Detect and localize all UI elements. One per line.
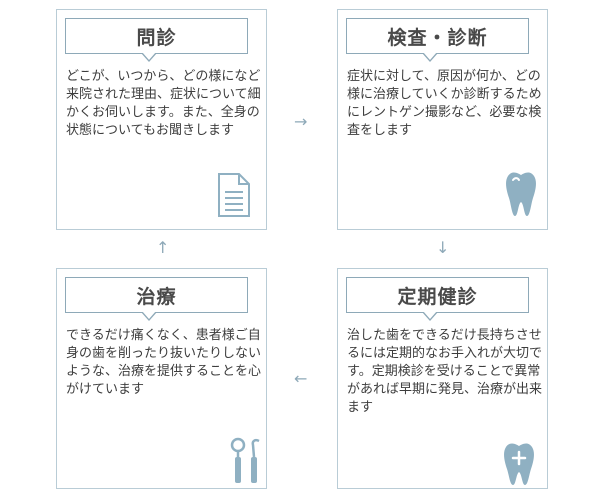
dental-tools-icon [229, 437, 263, 489]
document-icon [217, 172, 251, 222]
step-card-consultation: 問診 どこが、いつから、どの様になど来院された理由、症状について細かくお伺いしま… [56, 9, 267, 230]
speech-notch [422, 311, 438, 321]
step-title: 検査・診断 [387, 26, 488, 49]
step-title: 治療 [136, 285, 177, 308]
step-title: 問診 [136, 26, 177, 49]
arrow-down-icon: ↓ [436, 238, 450, 257]
arrow-up-icon: ↑ [156, 238, 170, 257]
speech-notch [422, 52, 438, 62]
speech-notch [141, 52, 157, 62]
step-title-box: 問診 [65, 18, 248, 54]
tooth-icon [504, 170, 538, 222]
step-card-checkup: 定期健診 治した歯をできるだけ長持ちさせるには定期的なお手入れが大切です。定期検… [337, 268, 548, 489]
step-title-box: 検査・診断 [346, 18, 529, 54]
arrow-right-icon: → [294, 112, 308, 131]
step-title-box: 治療 [65, 277, 248, 313]
step-description: 症状に対して、原因が何か、どの様に治療していくか診断するためにレントゲン撮影など… [347, 69, 542, 138]
step-card-examination: 検査・診断 症状に対して、原因が何か、どの様に治療していくか診断するためにレント… [337, 9, 548, 230]
arrow-left-icon: ← [294, 369, 308, 388]
step-description: できるだけ痛くなく、患者様ご自身の歯を削ったり抜いたりしないような、治療を提供す… [66, 328, 262, 397]
tooth-plus-icon [501, 441, 537, 491]
step-title: 定期健診 [397, 285, 478, 308]
step-description: どこが、いつから、どの様になど来院された理由、症状について細かくお伺いします。ま… [66, 69, 261, 138]
step-card-treatment: 治療 できるだけ痛くなく、患者様ご自身の歯を削ったり抜いたりしないような、治療を… [56, 268, 267, 489]
step-title-box: 定期健診 [346, 277, 529, 313]
speech-notch [141, 311, 157, 321]
step-description: 治した歯をできるだけ長持ちさせるには定期的なお手入れが大切です。定期検診を受ける… [347, 328, 543, 415]
